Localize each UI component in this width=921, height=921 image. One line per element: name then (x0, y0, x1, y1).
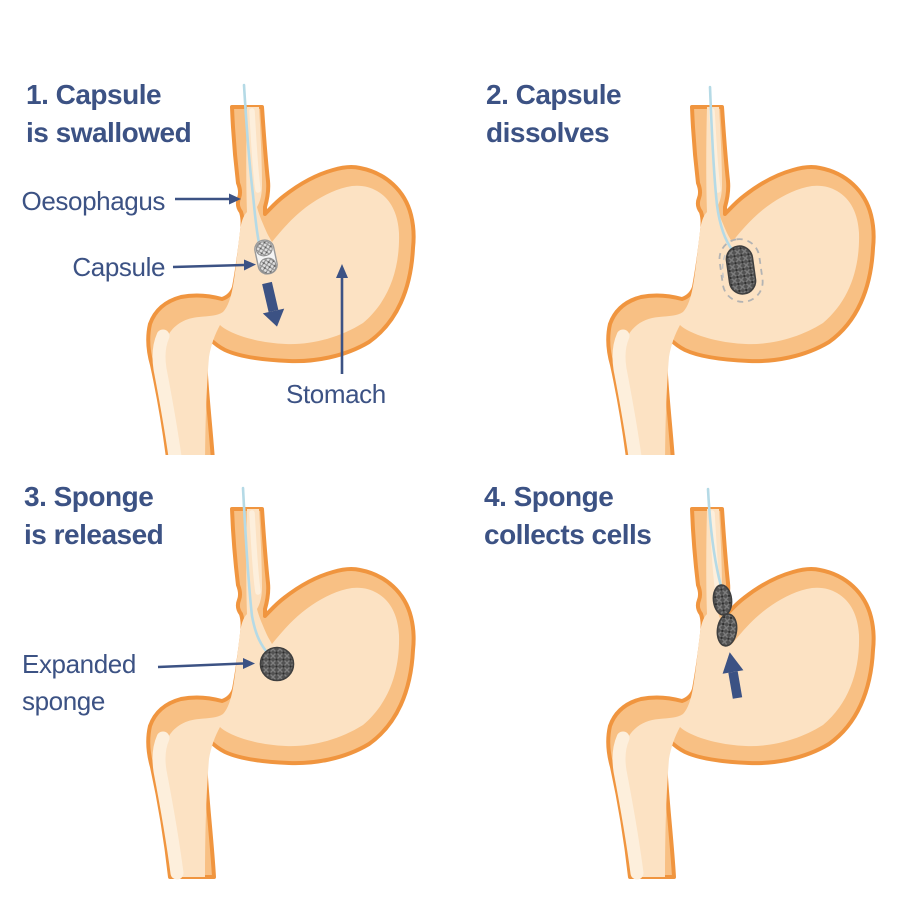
expanded-sponge-label-line1: Expanded (22, 649, 136, 679)
sponge-thread (241, 486, 268, 653)
capsule-thread (708, 85, 735, 253)
stomach-illustration-step-4 (460, 487, 920, 920)
oesophagus-label: Oesophagus (21, 186, 166, 216)
step-3-title-line2: is released (24, 519, 164, 550)
dissolving-capsule-graphic (718, 238, 764, 303)
step-4-title-line1: 4. Sponge (484, 481, 614, 512)
step-1-title-line2: is swallowed (26, 117, 192, 148)
expanded-sponge-label-line2: sponge (22, 686, 105, 716)
expanded-sponge-label: Expanded sponge (22, 646, 136, 720)
stomach-illustration-step-1 (0, 83, 460, 455)
step-1-title-line1: 1. Capsule (26, 79, 162, 110)
capsule-thread (242, 83, 261, 245)
sponge-collecting-cells-graphic (712, 584, 738, 647)
compressed-sponge (725, 245, 757, 295)
panel-step-4: 4. Sponge collects cells (460, 460, 920, 920)
stomach-label: Stomach (286, 379, 386, 409)
retrieval-direction-arrow (722, 652, 744, 699)
stomach-illustration-step-2 (460, 85, 920, 455)
panel-step-1: 1. Capsule is swallowed Oesophagus Capsu… (0, 0, 460, 460)
step-4-title: 4. Sponge collects cells (484, 478, 652, 554)
step-1-title: 1. Capsule is swallowed (26, 76, 192, 152)
stomach-illustration-step-3 (0, 486, 460, 920)
step-2-title-line1: 2. Capsule (486, 79, 622, 110)
expanded-sponge-graphic (259, 646, 295, 682)
step-3-title-line1: 3. Sponge (24, 481, 154, 512)
stomach-pointer-arrow (336, 264, 348, 374)
oesophagus-pointer-arrow (175, 193, 241, 205)
panel-step-2: 2. Capsule dissolves (460, 0, 920, 460)
step-3-title: 3. Sponge is released (24, 478, 164, 554)
capsule-pointer-arrow (172, 259, 256, 271)
step-4-title-line2: collects cells (484, 519, 652, 550)
expanded-sponge-pointer-arrow (157, 658, 255, 669)
sponge-thread (706, 487, 723, 588)
swallowed-capsule-graphic (254, 239, 278, 275)
capsule-label: Capsule (72, 252, 165, 282)
swallow-direction-arrow (262, 281, 285, 327)
panel-step-3: 3. Sponge is released Expanded sponge (0, 460, 460, 920)
stomach-outline (148, 509, 413, 877)
step-2-title-line2: dissolves (486, 117, 610, 148)
step-2-title: 2. Capsule dissolves (486, 76, 622, 152)
